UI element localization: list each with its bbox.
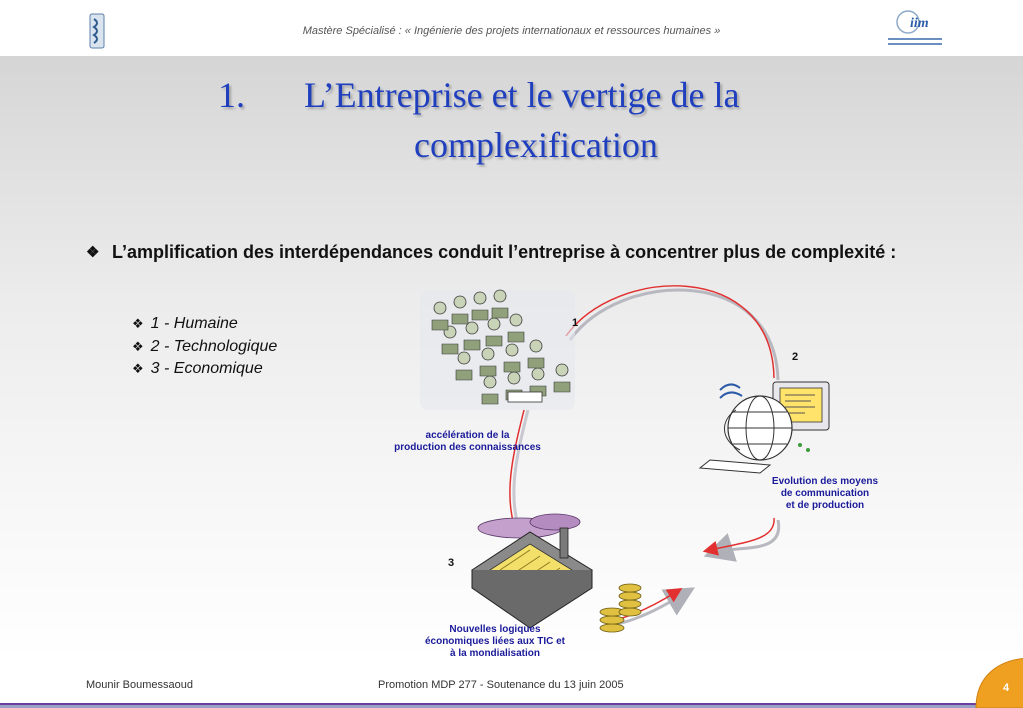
program-title: Mastère Spécialisé : « Ingénierie des pr… — [302, 25, 721, 37]
title-line-1: L’Entreprise et le vertige de la — [304, 75, 740, 115]
complexity-cycle-diagram: 1 2 3 accélération de la production des … — [380, 270, 900, 670]
page-number-badge — [975, 658, 1023, 708]
sub-bullet: ❖ 2 - Technologique — [132, 338, 277, 356]
school-logo-icon — [89, 13, 105, 49]
node-1-caption: accélération de la production des connai… — [394, 430, 541, 453]
node-1-number: 1 — [572, 317, 579, 329]
computer-globe-icon — [698, 381, 830, 474]
main-bullet-text: L’amplification des interdépendances con… — [112, 242, 897, 262]
diamond-bullet-icon: ❖ — [86, 244, 100, 261]
sub-bullet-text: 3 - Economique — [150, 360, 263, 377]
sub-bullet-text: 2 - Technologique — [150, 338, 278, 355]
node-2-number: 2 — [792, 351, 799, 363]
page-number: 4 — [1003, 682, 1010, 694]
iim-logo-icon: iim — [888, 10, 942, 45]
footer-author: Mounir Boumessaoud — [86, 679, 194, 691]
title-number: 1. — [218, 75, 245, 115]
node-3-caption: Nouvelles logiques économiques liées aux… — [424, 624, 566, 659]
title-line-2: complexification — [414, 125, 658, 165]
node-3-number: 3 — [448, 557, 455, 569]
diamond-bullet-icon: ❖ — [132, 361, 144, 376]
diamond-bullet-icon: ❖ — [132, 316, 144, 331]
sub-bullet: ❖ 3 - Economique — [132, 360, 263, 378]
cycle-arrows — [420, 285, 830, 633]
header-bar: Mastère Spécialisé : « Ingénierie des pr… — [0, 0, 1023, 56]
people-crowd-icon — [420, 289, 575, 410]
node-2-caption: Evolution des moyens de communication et… — [771, 476, 879, 511]
footer-event: Promotion MDP 277 - Soutenance du 13 jui… — [378, 679, 624, 691]
footer-divider — [0, 703, 1023, 705]
sub-bullet-text: 1 - Humaine — [150, 315, 238, 332]
diamond-bullet-icon: ❖ — [132, 339, 144, 354]
footer-divider — [0, 705, 1023, 708]
factory-coins-icon — [471, 513, 642, 633]
iim-logo-text: iim — [910, 16, 929, 31]
sub-bullet: ❖ 1 - Humaine — [132, 315, 238, 333]
